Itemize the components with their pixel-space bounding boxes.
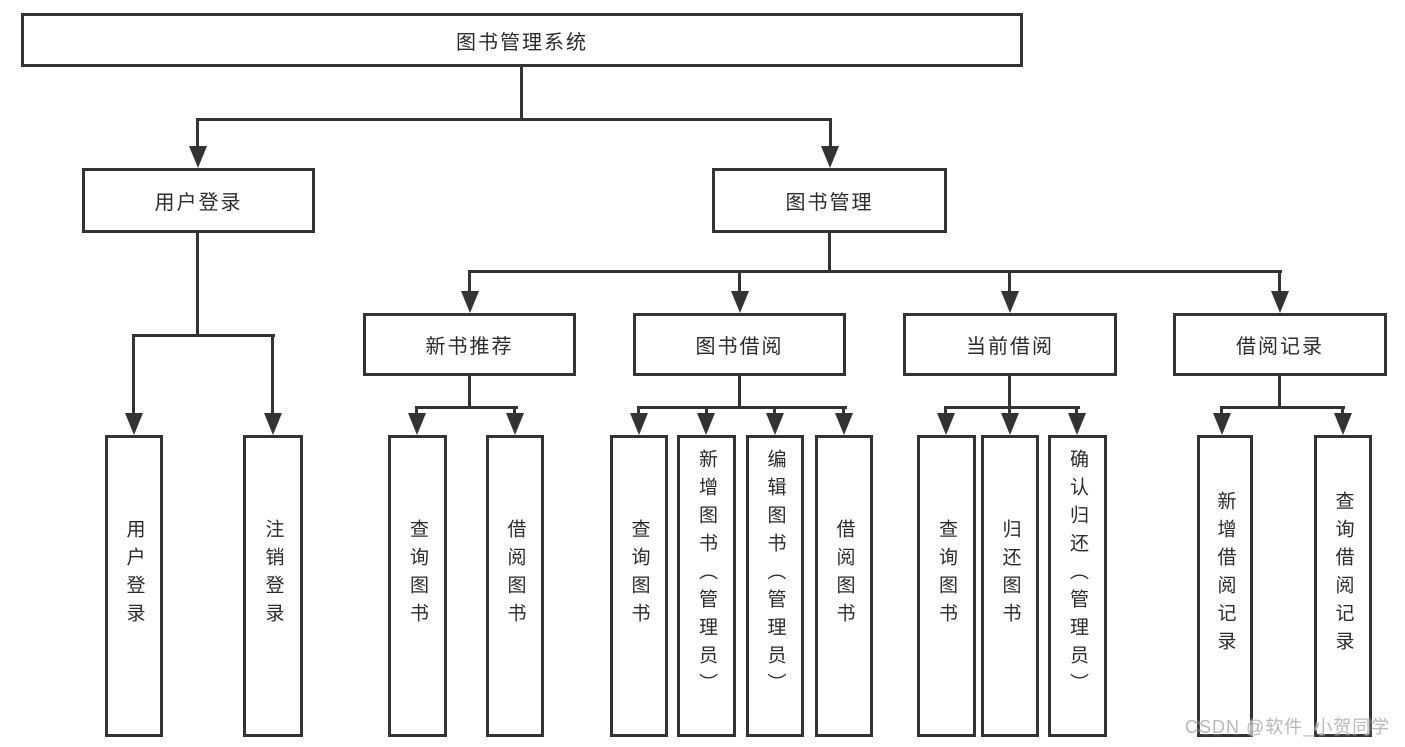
arrow-down-icon bbox=[937, 413, 955, 435]
node-label: 当前借阅 bbox=[966, 336, 1054, 358]
connector-line bbox=[1341, 406, 1344, 415]
leaf-add-borrow-record: 新增借阅记录 bbox=[1197, 435, 1253, 737]
leaf-query-books-recommend: 查询图书 bbox=[388, 435, 447, 737]
arrow-down-icon bbox=[1001, 413, 1019, 435]
arrow-down-icon bbox=[1001, 291, 1019, 313]
connector-line bbox=[271, 334, 274, 415]
node-user-login: 用户登录 bbox=[82, 168, 315, 233]
node-current-borrowing: 当前借阅 bbox=[903, 313, 1117, 376]
connector-line bbox=[738, 270, 741, 293]
connector-line bbox=[773, 406, 776, 415]
node-label: 图书管理系统 bbox=[456, 31, 588, 54]
node-label: 用户登录 bbox=[154, 192, 243, 214]
node-label: 编辑图书（管理员） bbox=[764, 449, 786, 701]
connector-line bbox=[1075, 406, 1078, 415]
arrow-down-icon bbox=[506, 413, 524, 435]
node-label: 查询图书 bbox=[407, 519, 428, 631]
node-label: 借阅记录 bbox=[1236, 336, 1324, 358]
connector-line bbox=[196, 118, 199, 149]
arrow-down-icon bbox=[125, 413, 143, 435]
node-new-book-recommend: 新书推荐 bbox=[363, 313, 576, 376]
connector-line bbox=[1008, 406, 1011, 415]
connector-line bbox=[1220, 406, 1223, 415]
leaf-logout: 注销登录 bbox=[243, 435, 303, 737]
arrow-down-icon bbox=[461, 291, 479, 313]
node-label: 注销登录 bbox=[262, 519, 284, 631]
node-book-borrowing: 图书借阅 bbox=[633, 313, 846, 376]
connector-line bbox=[468, 270, 471, 293]
connector-line bbox=[828, 233, 831, 273]
node-label: 确认归还（管理员） bbox=[1067, 449, 1088, 701]
leaf-user-login: 用户登录 bbox=[105, 435, 163, 737]
leaf-borrow-books-recommend: 借阅图书 bbox=[486, 435, 544, 737]
connector-line bbox=[1008, 376, 1011, 409]
watermark: CSDN @软件_小贺同学 bbox=[1185, 717, 1391, 737]
connector-line bbox=[944, 406, 1080, 409]
node-borrow-records: 借阅记录 bbox=[1173, 313, 1387, 376]
connector-line bbox=[415, 406, 418, 415]
node-library-system: 图书管理系统 bbox=[21, 13, 1023, 67]
connector-line bbox=[829, 118, 832, 149]
connector-line bbox=[1008, 270, 1011, 293]
node-label: 查询图书 bbox=[936, 519, 957, 631]
node-label: 查询图书 bbox=[628, 519, 650, 631]
connector-line bbox=[132, 334, 135, 415]
connector-line bbox=[842, 406, 845, 415]
connector-line bbox=[637, 406, 847, 409]
arrow-down-icon bbox=[835, 413, 853, 435]
leaf-borrow-books: 借阅图书 bbox=[815, 435, 873, 737]
node-label: 新增借阅记录 bbox=[1214, 491, 1236, 659]
node-label: 借阅图书 bbox=[504, 519, 526, 631]
connector-line bbox=[705, 406, 708, 415]
arrow-down-icon bbox=[189, 146, 207, 168]
leaf-edit-book-admin: 编辑图书（管理员） bbox=[746, 435, 804, 737]
connector-line bbox=[468, 270, 1282, 273]
connector-line bbox=[196, 118, 832, 121]
node-label: 新书推荐 bbox=[425, 336, 514, 358]
leaf-add-book-admin: 新增图书（管理员） bbox=[677, 435, 736, 737]
leaf-return-book: 归还图书 bbox=[981, 435, 1039, 737]
arrow-down-icon bbox=[697, 413, 715, 435]
leaf-query-books-current: 查询图书 bbox=[917, 435, 976, 737]
node-label: 新增图书（管理员） bbox=[696, 449, 717, 701]
connector-line bbox=[1278, 270, 1281, 293]
connector-line bbox=[468, 376, 471, 409]
arrow-down-icon bbox=[630, 413, 648, 435]
connector-line bbox=[513, 406, 516, 415]
node-label: 图书借阅 bbox=[695, 336, 784, 358]
connector-line bbox=[132, 334, 275, 337]
arrow-down-icon bbox=[766, 413, 784, 435]
node-book-management: 图书管理 bbox=[712, 168, 947, 233]
leaf-query-borrow-record: 查询借阅记录 bbox=[1314, 435, 1372, 737]
connector-line bbox=[1278, 376, 1281, 409]
node-label: 借阅图书 bbox=[833, 519, 855, 631]
arrow-down-icon bbox=[1271, 291, 1289, 313]
arrow-down-icon bbox=[408, 413, 426, 435]
connector-line bbox=[944, 406, 947, 415]
connector-line bbox=[637, 406, 640, 415]
connector-line bbox=[415, 406, 518, 409]
arrow-down-icon bbox=[1068, 413, 1086, 435]
connector-line bbox=[196, 233, 199, 337]
connector-line bbox=[738, 376, 741, 409]
arrow-down-icon bbox=[264, 413, 282, 435]
connector-line bbox=[520, 67, 523, 121]
leaf-query-books-borrowing: 查询图书 bbox=[610, 435, 668, 737]
arrow-down-icon bbox=[821, 146, 839, 168]
node-label: 用户登录 bbox=[123, 519, 145, 631]
arrow-down-icon bbox=[1213, 413, 1231, 435]
arrow-down-icon bbox=[731, 291, 749, 313]
node-label: 归还图书 bbox=[999, 519, 1021, 631]
leaf-confirm-return-admin: 确认归还（管理员） bbox=[1048, 435, 1107, 737]
connector-line bbox=[1220, 406, 1345, 409]
arrow-down-icon bbox=[1334, 413, 1352, 435]
node-label: 图书管理 bbox=[785, 192, 874, 214]
node-label: 查询借阅记录 bbox=[1332, 491, 1354, 659]
